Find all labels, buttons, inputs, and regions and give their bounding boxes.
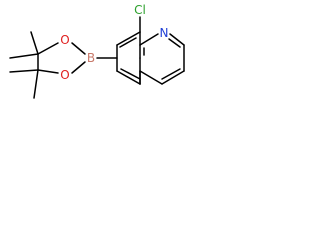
bond-b-o-upper (71, 42, 86, 55)
bond-c3-c4 (161, 70, 185, 85)
bond-methyl-2 (9, 53, 39, 59)
bond-methyl-4 (33, 69, 39, 99)
oxygen-upper-label: O (60, 33, 69, 47)
nitrogen-label: N (160, 26, 169, 40)
bond-c3-c4-inner (161, 68, 181, 80)
bond-c8a-n1 (139, 33, 159, 46)
bond-c8-c7 (116, 31, 141, 46)
boron-label: B (87, 51, 95, 65)
bond-b-o-lower (71, 61, 86, 74)
bond-c6-c5-inner (120, 68, 141, 80)
bonds (9, 16, 185, 99)
bond-c8-c7-inner (119, 37, 137, 48)
bond-methyl-3 (9, 69, 39, 73)
bond-methyl-1 (30, 31, 39, 55)
molecule-structure: Cl N B O O (9, 3, 185, 99)
chlorine-label: Cl (134, 3, 146, 17)
bond-c4-c4a (139, 70, 163, 85)
bond-o-upper-c (37, 42, 59, 55)
bond-o-lower-c (37, 69, 59, 74)
bond-n1-c2-inner (168, 38, 181, 48)
bond-n1-c2 (169, 33, 185, 46)
atom-labels: Cl N B O O (60, 3, 168, 82)
bond-c6-c5 (116, 70, 141, 85)
oxygen-lower-label: O (60, 68, 69, 82)
